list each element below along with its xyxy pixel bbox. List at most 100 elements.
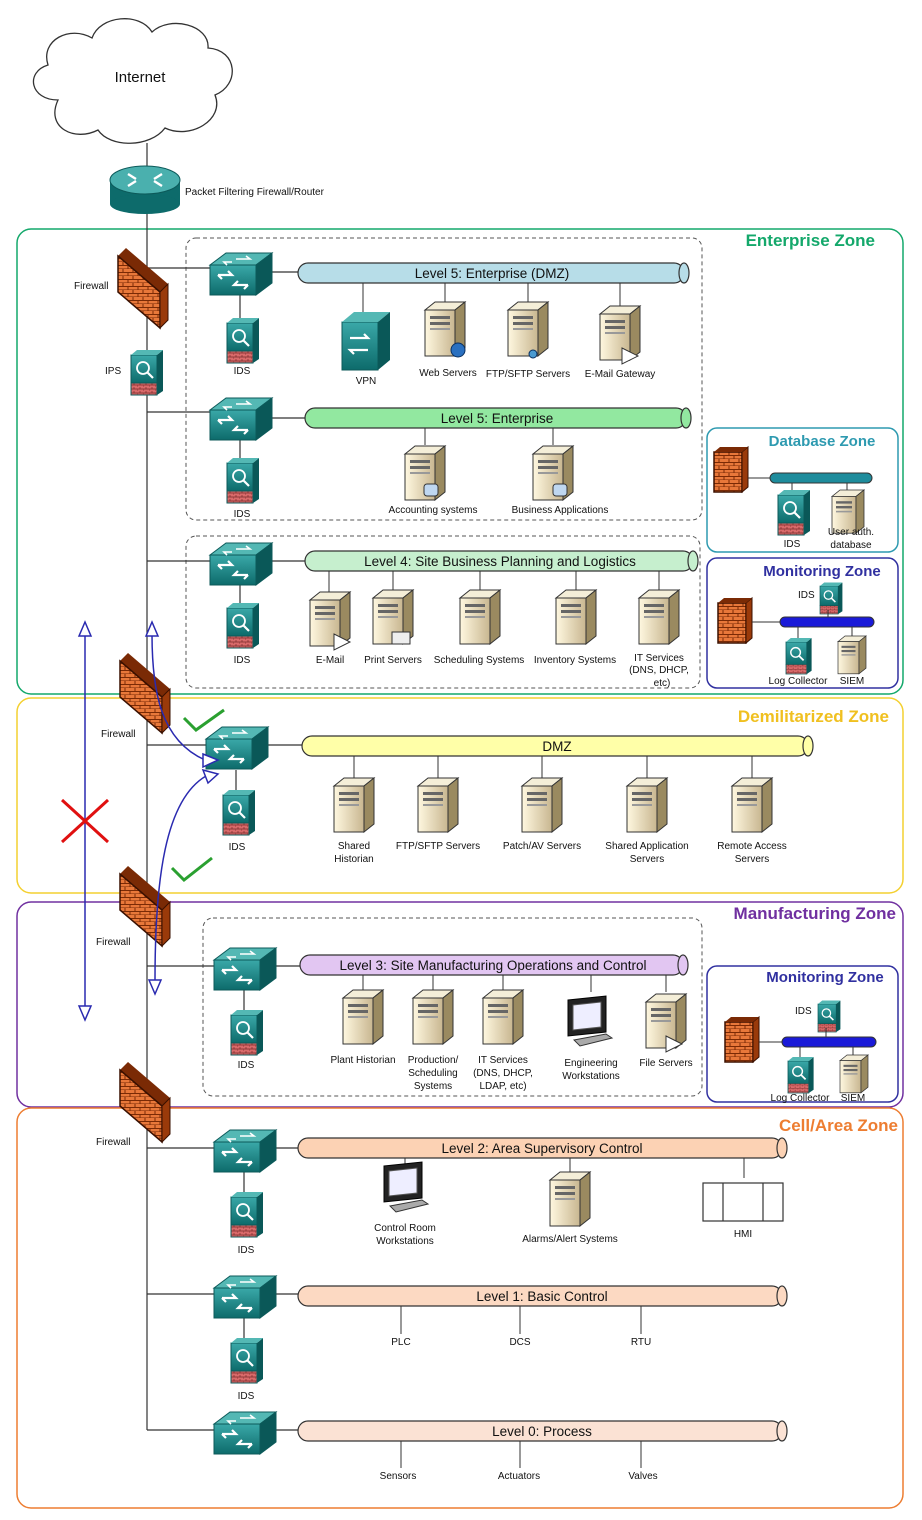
shared-historian-label-1: Shared [338, 841, 370, 852]
bus-l0 [297, 1420, 788, 1442]
ids-icon-l4 [225, 601, 261, 650]
firewall-label-3: Firewall [96, 937, 130, 948]
switch-icon-l2 [212, 1128, 278, 1174]
engineering-label-1: Engineering [564, 1058, 617, 1069]
ids-label-l1: IDS [238, 1391, 255, 1402]
ftp-servers-label-ent: FTP/SFTP Servers [486, 369, 570, 380]
it-services-label-ent-3: etc) [654, 678, 671, 689]
ids-icon-l5 [225, 456, 261, 505]
user-auth-label-2: database [830, 540, 872, 551]
monitoring-zone-box-1 [706, 557, 899, 689]
print-servers-label: Print Servers [364, 655, 422, 666]
switch-icon-l1 [212, 1274, 278, 1320]
mon2-ids-icon [817, 999, 842, 1033]
firewall-label-4: Firewall [96, 1137, 130, 1148]
switch-icon-l0 [212, 1410, 278, 1456]
firewall-label-2: Firewall [101, 729, 135, 740]
ids-label-l4: IDS [234, 655, 251, 666]
switch-icon-l3 [212, 946, 278, 992]
db-ids-label: IDS [784, 539, 801, 550]
database-zone-title: Database Zone [769, 433, 876, 450]
internet-label: Internet [115, 69, 167, 86]
bus-label-l4: Level 4: Site Business Planning and Logi… [364, 554, 636, 569]
patch-av-label: Patch/AV Servers [503, 841, 581, 852]
switch-icon-l5 [208, 396, 274, 442]
engineering-workstation-icon [567, 995, 613, 1047]
inventory-server-icon [555, 589, 597, 645]
bus-label-l5: Level 5: Enterprise [441, 411, 554, 426]
dcs-label: DCS [509, 1337, 530, 1348]
bus-l2 [297, 1137, 788, 1159]
plant-historian-icon [342, 989, 384, 1045]
mon1-ids-label: IDS [798, 590, 815, 601]
check-icon-2 [170, 856, 213, 883]
hmi-icon [702, 1182, 784, 1222]
sensors-label: Sensors [380, 1471, 417, 1482]
cell-zone-box [16, 1107, 904, 1509]
mon2-siem-icon [839, 1054, 869, 1094]
database-zone-box [706, 427, 899, 553]
plc-label: PLC [391, 1337, 410, 1348]
alarms-label: Alarms/Alert Systems [522, 1234, 618, 1245]
dmz-zone-box [16, 697, 904, 894]
it-services-label-mfg-2: (DNS, DHCP, [473, 1068, 533, 1079]
manufacturing-zone-title: Manufacturing Zone [734, 904, 896, 923]
firewall-icon-2 [119, 652, 171, 734]
firewall-label-1: Firewall [74, 281, 108, 292]
bus-label-l5dmz: Level 5: Enterprise (DMZ) [415, 266, 570, 281]
business-apps-label: Business Applications [512, 505, 609, 516]
ftp-server-icon-dmz [417, 777, 459, 833]
web-servers-label: Web Servers [419, 368, 477, 379]
scheduling-server-icon [459, 589, 501, 645]
control-room-workstation-icon [383, 1161, 429, 1213]
bus-label-l3: Level 3: Site Manufacturing Operations a… [340, 958, 647, 973]
bus-l4 [304, 550, 699, 572]
ids-label-dmz: IDS [229, 842, 246, 853]
alarms-server-icon [549, 1171, 591, 1227]
ftp-server-icon-ent [507, 301, 549, 357]
scheduling-label: Scheduling Systems [434, 655, 525, 666]
bus-l5dmz [297, 262, 690, 284]
enterprise-zone-box [16, 228, 904, 695]
remote-access-label-1: Remote Access [717, 841, 786, 852]
it-services-label-mfg-1: IT Services [478, 1055, 528, 1066]
bus-label-dmz: DMZ [542, 739, 571, 754]
mon2-log-collector-label: Log Collector [771, 1093, 831, 1104]
router-icon [109, 165, 181, 214]
manufacturing-zone-box [16, 901, 904, 1108]
monitoring-zone-box-2 [706, 965, 899, 1103]
production-label-2: Scheduling [408, 1068, 457, 1079]
it-services-label-ent-1: IT Services [634, 653, 684, 664]
production-scheduling-icon [412, 989, 454, 1045]
email-gateway-icon [599, 305, 641, 361]
production-label-3: Systems [414, 1081, 452, 1092]
bus-l1 [297, 1285, 788, 1307]
shared-app-server-icon [626, 777, 668, 833]
shared-app-label-2: Servers [630, 854, 664, 865]
check-icon-1 [182, 708, 225, 732]
patch-av-server-icon [521, 777, 563, 833]
valves-label: Valves [628, 1471, 657, 1482]
remote-access-label-2: Servers [735, 854, 769, 865]
firewall-icon-1 [117, 247, 169, 329]
mon2-bus [781, 1036, 877, 1048]
vpn-label: VPN [356, 376, 377, 387]
it-services-label-ent-2: (DNS, DHCP, [629, 665, 689, 676]
remote-access-server-icon [731, 777, 773, 833]
blocked-cross-icon [60, 798, 110, 844]
ips-icon [129, 348, 165, 397]
mon1-firewall-icon [717, 597, 753, 644]
cell-zone-title: Cell/Area Zone [779, 1116, 898, 1135]
it-services-server-icon-mfg [482, 989, 524, 1045]
mon2-firewall-icon [724, 1016, 760, 1063]
user-auth-label-1: User auth. [828, 527, 874, 538]
it-services-label-mfg-3: LDAP, etc) [479, 1081, 526, 1092]
ids-icon-l3 [229, 1008, 265, 1057]
db-bus [769, 472, 873, 484]
internet-cloud-icon [32, 18, 233, 144]
bus-l5 [304, 407, 692, 429]
firewall-icon-3 [119, 865, 171, 947]
hmi-label: HMI [734, 1229, 752, 1240]
enterprise-zone-title: Enterprise Zone [746, 231, 875, 250]
shared-app-label-1: Shared Application [605, 841, 688, 852]
